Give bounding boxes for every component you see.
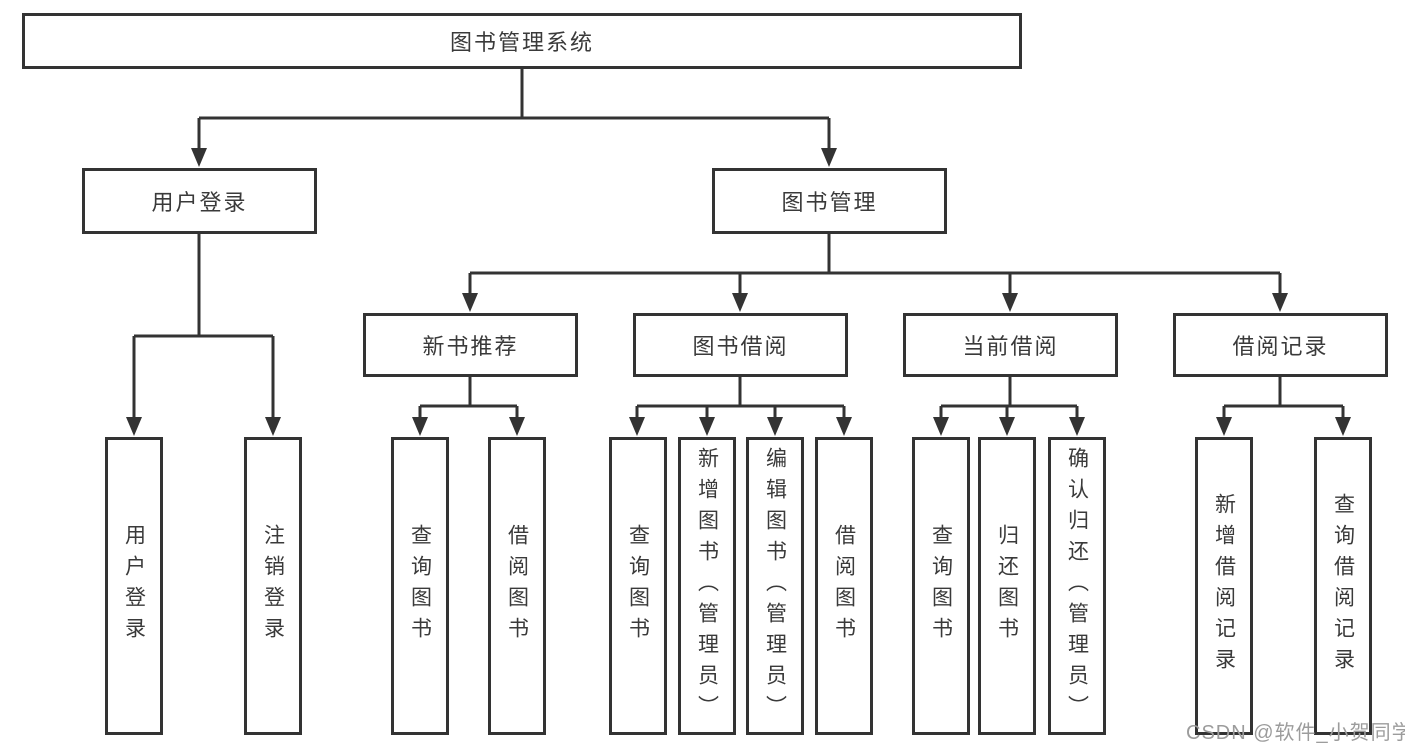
leaf-logout-label: 注销登录	[261, 524, 285, 648]
node-book-management-label: 图书管理	[781, 190, 878, 215]
node-new-book-recommend-label: 新书推荐	[422, 334, 519, 359]
leaf-records-add-record-label: 新增借阅记录	[1212, 493, 1236, 679]
leaf-borrow-add-books-admin: 新增图书（管理员）	[678, 437, 736, 735]
node-new-book-recommend: 新书推荐	[363, 313, 578, 377]
leaf-borrow-query-books: 查询图书	[609, 437, 667, 735]
leaf-borrow-query-books-label: 查询图书	[626, 524, 650, 648]
leaf-user-login-label: 用户登录	[122, 524, 146, 648]
node-user-login: 用户登录	[82, 168, 317, 234]
node-user-login-label: 用户登录	[151, 190, 248, 215]
leaf-borrow-edit-books-admin-label: 编辑图书（管理员）	[763, 446, 787, 726]
leaf-current-return-books: 归还图书	[978, 437, 1036, 735]
leaf-current-return-books-label: 归还图书	[995, 524, 1019, 648]
node-book-borrow: 图书借阅	[633, 313, 848, 377]
leaf-recommend-borrow-books-label: 借阅图书	[505, 524, 529, 648]
leaf-recommend-borrow-books: 借阅图书	[488, 437, 546, 735]
leaf-current-query-books: 查询图书	[912, 437, 970, 735]
leaf-records-add-record: 新增借阅记录	[1195, 437, 1253, 735]
node-book-borrow-label: 图书借阅	[692, 334, 789, 359]
leaf-logout: 注销登录	[244, 437, 302, 735]
node-root: 图书管理系统	[22, 13, 1022, 69]
node-current-borrow: 当前借阅	[903, 313, 1118, 377]
leaf-current-confirm-return-admin: 确认归还（管理员）	[1048, 437, 1106, 735]
node-book-management: 图书管理	[712, 168, 947, 234]
leaf-borrow-edit-books-admin: 编辑图书（管理员）	[746, 437, 804, 735]
watermark: CSDN @软件_小贺同学	[1186, 722, 1405, 744]
leaf-recommend-query-books-label: 查询图书	[408, 524, 432, 648]
leaf-borrow-add-books-admin-label: 新增图书（管理员）	[695, 446, 719, 726]
leaf-records-query-record: 查询借阅记录	[1314, 437, 1372, 735]
leaf-borrow-borrow-books-label: 借阅图书	[832, 524, 856, 648]
leaf-current-confirm-return-admin-label: 确认归还（管理员）	[1065, 446, 1089, 726]
node-borrow-records: 借阅记录	[1173, 313, 1388, 377]
node-root-label: 图书管理系统	[449, 30, 594, 55]
leaf-records-query-record-label: 查询借阅记录	[1331, 493, 1355, 679]
leaf-recommend-query-books: 查询图书	[391, 437, 449, 735]
leaf-borrow-borrow-books: 借阅图书	[815, 437, 873, 735]
node-current-borrow-label: 当前借阅	[962, 334, 1059, 359]
node-borrow-records-label: 借阅记录	[1232, 334, 1329, 359]
leaf-current-query-books-label: 查询图书	[929, 524, 953, 648]
leaf-user-login: 用户登录	[105, 437, 163, 735]
